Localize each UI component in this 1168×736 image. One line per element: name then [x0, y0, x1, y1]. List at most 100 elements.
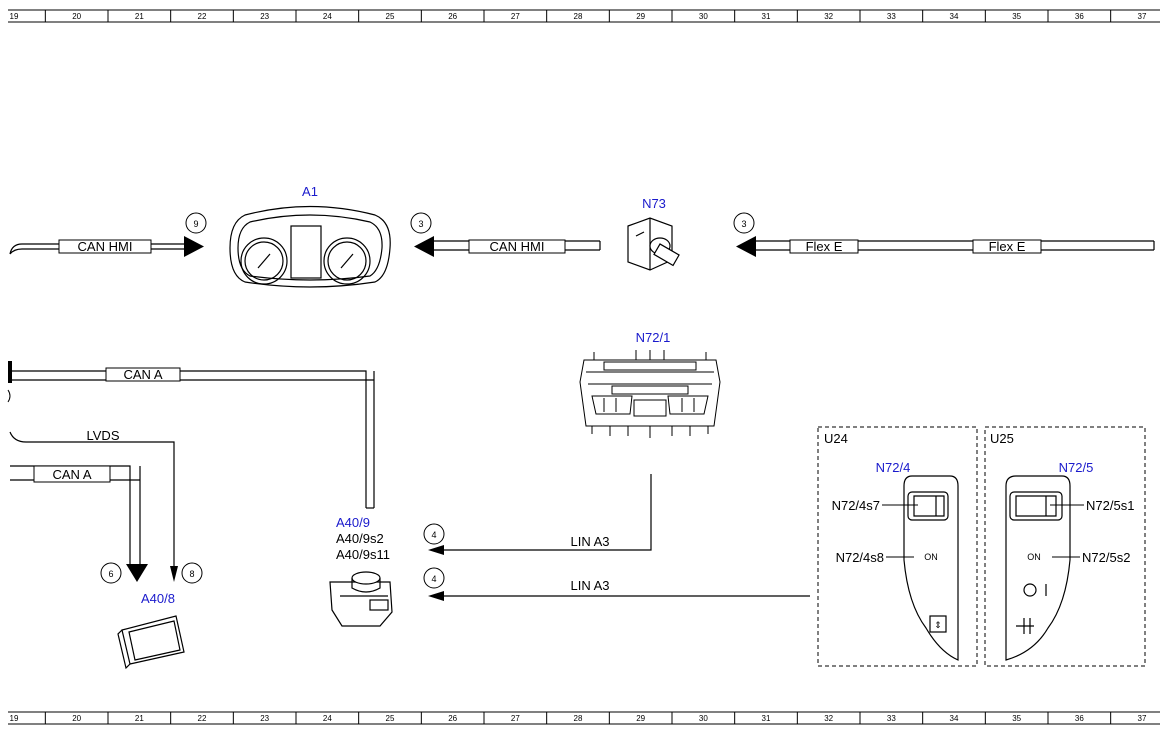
on-right-label: ON	[1027, 552, 1041, 562]
a40-9s2-label: A40/9s2	[336, 531, 384, 546]
lvds-wire: LVDS	[9, 428, 178, 582]
u24-group	[817, 426, 978, 667]
bottom-ruler-number: 32	[824, 714, 833, 723]
top-ruler-number: 33	[887, 12, 896, 21]
n72-5-label: N72/5	[1059, 460, 1094, 475]
flex-e-label-2: Flex E	[989, 239, 1026, 254]
n72-5s1-label: N72/5s1	[1086, 498, 1134, 513]
flex-e-label-1: Flex E	[806, 239, 843, 254]
display-icon	[117, 615, 185, 670]
top-ruler-number: 28	[574, 12, 583, 21]
top-ruler: 19 20 21 22 23 24 25 26 27 28 29 30 31 32 33 34 35 36 37	[8, 9, 1160, 23]
park-icon-left: ⇕	[934, 620, 942, 630]
bottom-ruler-number: 28	[574, 714, 583, 723]
top-ruler-number: 26	[448, 12, 457, 21]
can-hmi-left-label: CAN HMI	[78, 239, 133, 254]
bottom-ruler-number: 37	[1138, 714, 1147, 723]
can-a-lower-wire: CAN A	[10, 465, 148, 582]
a40-8-label: A40/8	[141, 591, 175, 606]
top-ruler-number: 35	[1012, 12, 1021, 21]
svg-text:4: 4	[431, 574, 436, 584]
top-ruler-number: 37	[1138, 12, 1147, 21]
top-ruler-number: 31	[762, 12, 771, 21]
lin-a3-label-2: LIN A3	[570, 578, 609, 593]
can-hmi-left-wire: CAN HMI	[9, 236, 204, 257]
lin-a3-upper-wire: LIN A3	[428, 474, 652, 555]
flex-e-wire: Flex E Flex E	[736, 236, 1155, 257]
n72-4-callouts	[882, 504, 918, 558]
bottom-ruler-number: 24	[323, 714, 332, 723]
bottom-ruler: 19 20 21 22 23 24 25 26 27 28 29 30 31 32 33 34 35 36 37	[8, 711, 1160, 725]
bottom-ruler-number: 35	[1012, 714, 1021, 723]
lvds-label: LVDS	[87, 428, 120, 443]
n73-label: N73	[642, 196, 666, 211]
lin-a3-label-1: LIN A3	[570, 534, 609, 549]
n72-4s8-label: N72/4s8	[836, 550, 884, 565]
top-ruler-number: 25	[386, 12, 395, 21]
can-a-label-2: CAN A	[52, 467, 91, 482]
bottom-ruler-number: 30	[699, 714, 708, 723]
svg-text:4: 4	[431, 530, 436, 540]
a40-9s11-label: A40/9s11	[336, 547, 390, 562]
top-ruler-number: 30	[699, 12, 708, 21]
bottom-ruler-number: 23	[260, 714, 269, 723]
marker-9: 9	[185, 212, 207, 234]
u25-group	[984, 426, 1146, 667]
switch-panel-right-icon	[1005, 475, 1071, 661]
on-left-label: ON	[924, 552, 938, 562]
bottom-ruler-number: 19	[10, 714, 19, 723]
bottom-ruler-number: 21	[135, 714, 144, 723]
top-ruler-number: 27	[511, 12, 520, 21]
bottom-ruler-number: 22	[198, 714, 207, 723]
top-ruler-number: 24	[323, 12, 332, 21]
n72-5-callouts	[1050, 504, 1084, 558]
top-ruler-number: 20	[72, 12, 81, 21]
lin-a3-lower-wire: LIN A3	[428, 578, 810, 601]
top-ruler-number: 21	[135, 12, 144, 21]
bottom-ruler-number: 20	[72, 714, 81, 723]
bottom-ruler-number: 36	[1075, 714, 1084, 723]
controller-knob-icon	[329, 571, 393, 627]
bottom-ruler-number: 25	[386, 714, 395, 723]
u25-label: U25	[990, 431, 1014, 446]
n72-1-label: N72/1	[636, 330, 671, 345]
bottom-ruler-number: 26	[448, 714, 457, 723]
bottom-ruler-number: 34	[950, 714, 959, 723]
svg-text:8: 8	[189, 569, 194, 579]
a40-9-label: A40/9	[336, 515, 370, 530]
a1-label: A1	[302, 184, 318, 199]
top-ruler-number: 22	[198, 12, 207, 21]
svg-text:3: 3	[418, 219, 423, 229]
marker-8: 8	[181, 562, 203, 584]
marker-4a: 4	[423, 523, 445, 545]
marker-4b: 4	[423, 567, 445, 589]
marker-6: 6	[100, 562, 122, 584]
can-hmi-mid-label: CAN HMI	[490, 239, 545, 254]
switch-panel-left-icon	[903, 475, 959, 661]
svg-text:3: 3	[741, 219, 746, 229]
top-ruler-number: 23	[260, 12, 269, 21]
bottom-ruler-number: 27	[511, 714, 520, 723]
can-hmi-mid-wire: CAN HMI	[414, 236, 601, 257]
ignition-switch-icon	[627, 217, 680, 271]
svg-text:9: 9	[193, 219, 198, 229]
n72-5s2-label: N72/5s2	[1082, 550, 1130, 565]
bottom-ruler-number: 31	[762, 714, 771, 723]
marker-3b: 3	[733, 212, 755, 234]
n72-4s7-label: N72/4s7	[832, 498, 880, 513]
control-panel-icon	[579, 350, 721, 438]
can-a-label-1: CAN A	[123, 367, 162, 382]
bottom-ruler-number: 33	[887, 714, 896, 723]
top-ruler-number: 19	[10, 12, 19, 21]
bottom-ruler-number: 29	[636, 714, 645, 723]
top-ruler-number: 32	[824, 12, 833, 21]
top-ruler-number: 36	[1075, 12, 1084, 21]
n72-4-label: N72/4	[876, 460, 911, 475]
marker-3a: 3	[410, 212, 432, 234]
instrument-cluster-icon	[229, 205, 391, 288]
svg-text:6: 6	[108, 569, 113, 579]
top-ruler-number: 29	[636, 12, 645, 21]
u24-label: U24	[824, 431, 848, 446]
top-ruler-number: 34	[950, 12, 959, 21]
